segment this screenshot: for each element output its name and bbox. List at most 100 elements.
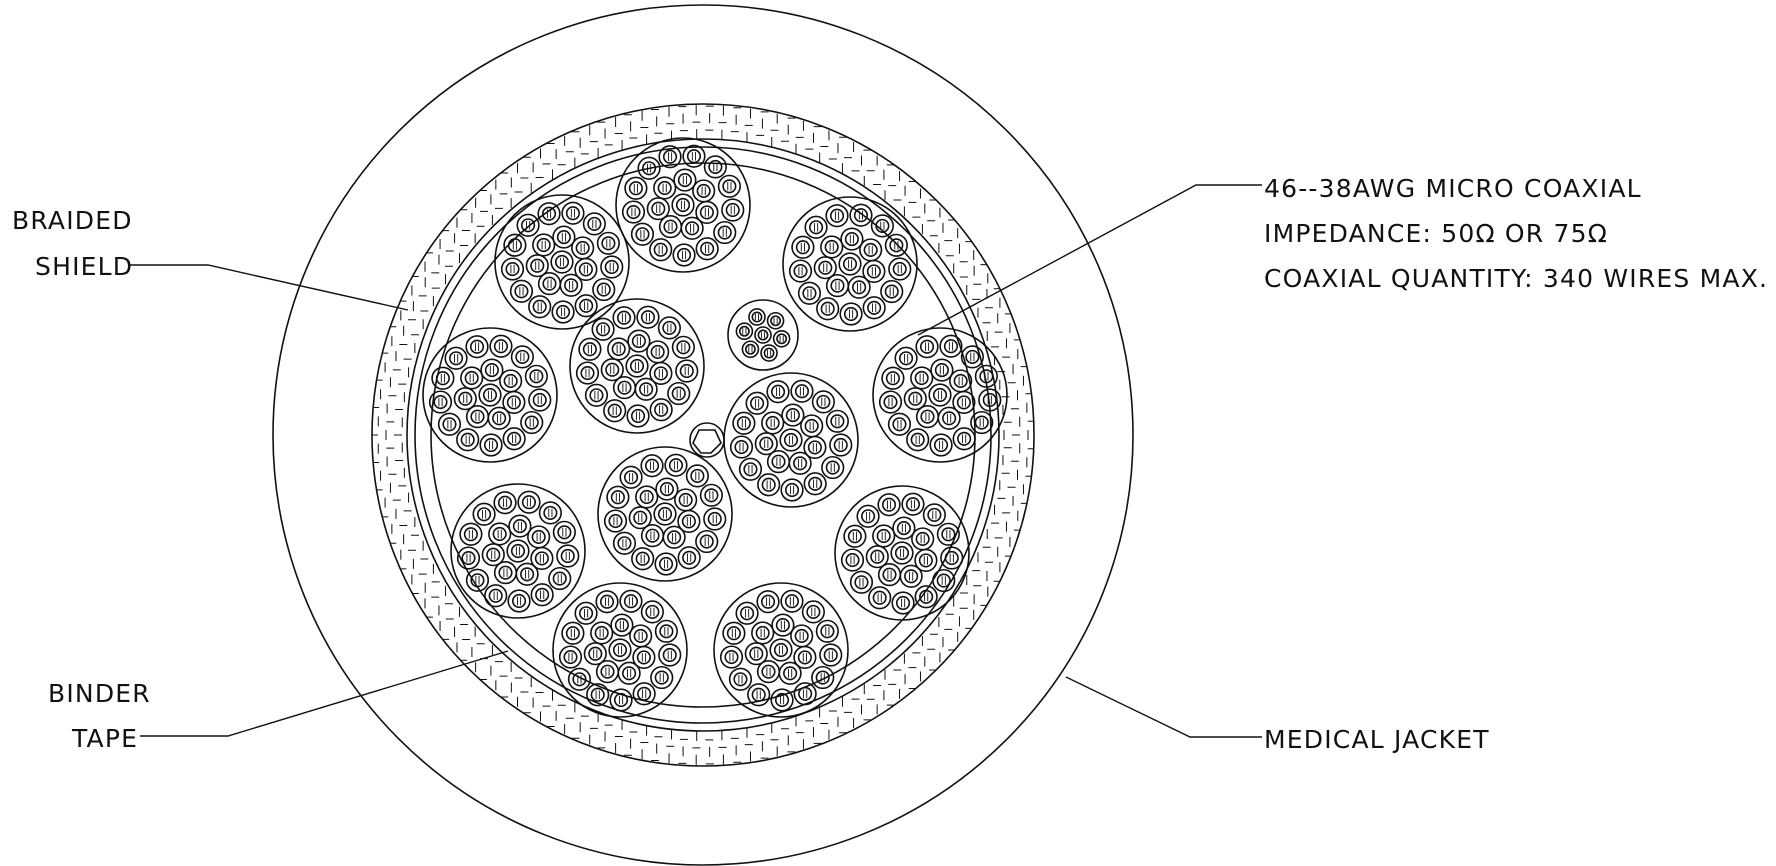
coax-conductor	[759, 436, 774, 451]
coax-wire	[937, 406, 961, 430]
coax-wire	[502, 427, 526, 451]
coax-conductor	[626, 204, 641, 220]
coax-wire	[548, 566, 572, 591]
coax-wire	[754, 432, 778, 456]
coax-wire	[748, 308, 766, 326]
coax-conductor	[458, 391, 473, 406]
coax-conductor	[904, 569, 919, 584]
coax-wire	[479, 433, 503, 457]
coax-conductor	[809, 220, 824, 235]
coax-wire	[527, 525, 551, 549]
coax-wire	[878, 390, 903, 414]
coax-conductor	[461, 550, 476, 566]
center-filler	[689, 422, 725, 458]
coax-conductor	[844, 232, 859, 247]
bundle-outline	[615, 137, 751, 273]
coax-wire	[657, 316, 681, 340]
coax-conductor	[520, 567, 535, 582]
coax-wire	[761, 411, 785, 435]
coax-wire	[636, 305, 660, 329]
coax-wire	[685, 464, 709, 488]
coax-conductor	[657, 506, 673, 522]
coax-conductor	[630, 408, 646, 424]
coax-conductor	[631, 334, 646, 349]
coax-wire	[480, 358, 504, 382]
coax-conductor	[679, 363, 694, 379]
coax-wire	[929, 433, 953, 457]
coax-conductor	[541, 206, 557, 221]
coax-wire	[703, 155, 727, 179]
coax-conductor	[704, 488, 719, 503]
coax-conductor	[460, 432, 475, 447]
coax-wire	[974, 364, 998, 388]
coax-conductor	[894, 545, 910, 561]
coax-conductor	[765, 415, 780, 431]
coax-conductor	[512, 519, 527, 534]
coax-conductor	[654, 402, 669, 417]
coax-conductor	[933, 437, 949, 453]
coax-conductor	[484, 363, 499, 378]
medical-jacket-label: MEDICAL JACKET	[1264, 725, 1490, 754]
coax-wire	[530, 583, 554, 607]
coax-wire	[936, 522, 960, 546]
coax-conductor	[645, 528, 660, 543]
coax-wire	[664, 453, 688, 477]
coax-conductor	[866, 264, 881, 279]
coax-conductor	[614, 618, 629, 633]
coax-conductor	[794, 628, 809, 643]
coax-wire	[825, 204, 849, 228]
coax-wire	[695, 529, 719, 554]
coax-bundle	[872, 327, 1008, 463]
coax-wire	[582, 212, 606, 236]
coax-wire	[732, 411, 756, 435]
coax-conductor	[607, 403, 622, 418]
coax-conductor	[965, 349, 980, 364]
coax-conductor	[744, 343, 756, 355]
coax-conductor	[589, 388, 604, 403]
coax-conductor	[572, 672, 587, 687]
coax-wire	[488, 522, 512, 546]
coax-conductor	[659, 624, 674, 639]
coax-conductor	[957, 431, 972, 446]
coax-conductor	[889, 238, 904, 253]
coax-conductor	[798, 686, 813, 701]
coax-wire	[640, 600, 664, 624]
micro-coax-bundles	[422, 137, 1008, 718]
coax-bundle	[834, 485, 970, 621]
coax-conductor	[653, 366, 668, 381]
coax-conductor	[532, 299, 547, 314]
coax-conductor	[612, 642, 628, 658]
coax-conductor	[824, 239, 839, 255]
coax-conductor	[658, 556, 674, 572]
coax-conductor	[532, 392, 547, 408]
coax-conductor	[433, 394, 448, 410]
coax-conductor	[633, 510, 648, 525]
coax-conductor	[552, 571, 567, 586]
coax-conductor	[610, 490, 625, 505]
coax-wire	[621, 200, 646, 224]
coax-conductor	[629, 358, 645, 374]
coax-conductor	[530, 258, 545, 273]
coax-conductor	[657, 180, 672, 196]
coax-conductor	[943, 339, 959, 354]
coax-wire	[612, 376, 637, 400]
coax-wire	[868, 586, 892, 610]
coax-conductor	[654, 670, 669, 685]
coax-wire	[811, 665, 835, 690]
coax-wire	[677, 546, 701, 570]
coax-conductor	[617, 380, 632, 395]
coax-conductor	[774, 692, 790, 708]
coax-wire	[717, 174, 741, 198]
coax-conductor	[667, 530, 682, 545]
coax-wire	[778, 661, 802, 685]
coax-conductor	[579, 606, 594, 621]
coax-conductor	[770, 315, 782, 327]
coax-conductor	[793, 456, 808, 471]
coax-wire	[510, 345, 534, 369]
coax-conductor	[910, 432, 925, 447]
coax-wire	[756, 660, 781, 684]
coax-bundle	[569, 298, 705, 434]
coax-conductor	[524, 415, 539, 430]
coax-wire	[769, 638, 793, 662]
coax-wire	[653, 502, 677, 526]
